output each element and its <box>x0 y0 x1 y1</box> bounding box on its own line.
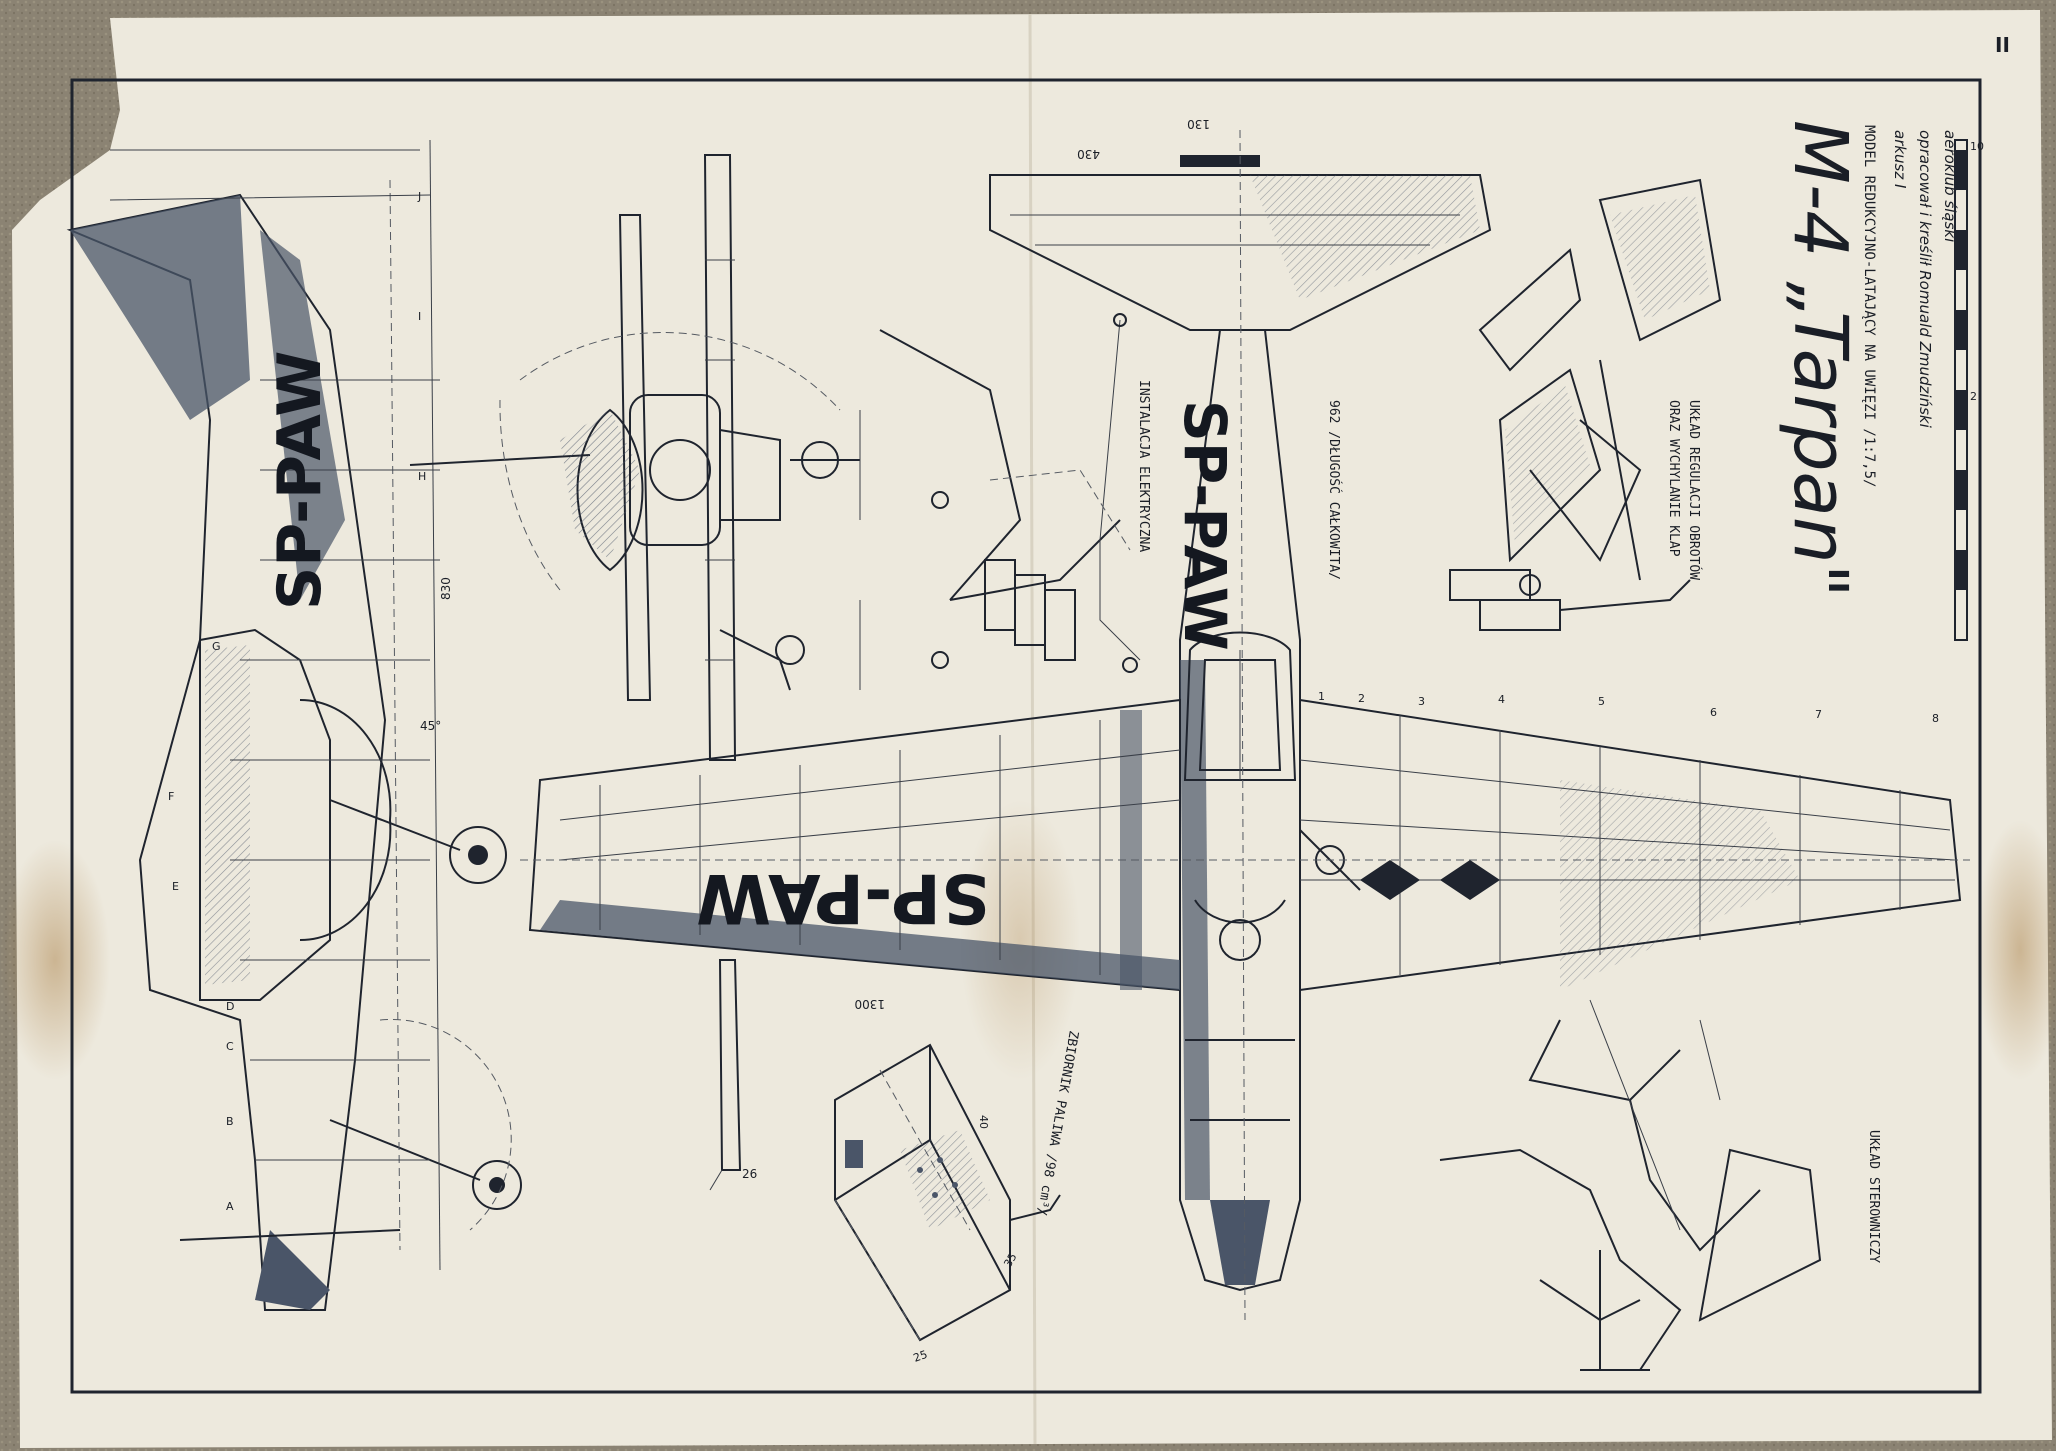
dim-25: 25 <box>912 1348 930 1365</box>
electrical-installation <box>879 313 1141 673</box>
svg-text:F: F <box>168 790 174 803</box>
rpm-flaps-mechanism <box>1449 178 1722 631</box>
drawing-border <box>70 78 1982 1394</box>
scale-bar-icon <box>1954 139 1968 641</box>
page-number: II <box>1995 33 2010 57</box>
dim-35: 35 <box>1001 1251 1019 1270</box>
title-subtitle: MODEL REDUKCYJNO-LATAJĄCY NA UWIĘZI /1:7… <box>1861 125 1877 487</box>
label-electrical: INSTALACJA ELEKTRYCZNA <box>1136 380 1151 552</box>
svg-text:1: 1 <box>1318 690 1325 703</box>
dim-26: 26 <box>742 1167 757 1181</box>
svg-text:2: 2 <box>1358 692 1365 705</box>
title-author: opracował i kreślił Romuald Zmudziński <box>1916 130 1934 429</box>
wing-station-labels: 1 2 3 4 5 6 7 8 <box>1318 690 1939 725</box>
dim-830: 830 <box>439 577 453 600</box>
svg-text:A: A <box>226 1200 234 1213</box>
registration-top-wing: SP-PAW <box>696 858 990 937</box>
scale-label-2: 2 <box>1970 390 1977 403</box>
svg-text:5: 5 <box>1598 695 1605 708</box>
fold-line <box>1028 13 1037 1445</box>
svg-text:7: 7 <box>1815 708 1822 721</box>
svg-text:C: C <box>226 1040 234 1053</box>
dim-1300: 1300 <box>854 997 885 1011</box>
aircraft-top-view-icon <box>520 129 1970 1321</box>
stain-left <box>0 840 110 1080</box>
title-main: M-4 „Tarpan" <box>1777 120 1863 598</box>
label-rpm-line1: UKŁAD REGULACJI OBROTÓW <box>1686 400 1702 580</box>
registration-side: SP-PAW <box>265 351 335 610</box>
svg-text:I: I <box>418 310 421 323</box>
dim-40: 40 <box>977 1115 990 1129</box>
svg-text:D: D <box>226 1000 234 1013</box>
svg-text:6: 6 <box>1710 706 1717 719</box>
svg-text:H: H <box>418 470 426 483</box>
title-sheet: arkusz I <box>1891 130 1909 189</box>
svg-text:G: G <box>212 640 221 653</box>
label-rpm-line2: ORAZ WYCHYLANIE KLAP <box>1666 400 1681 557</box>
svg-text:E: E <box>172 880 179 893</box>
dim-130: 130 <box>1187 117 1210 131</box>
control-system-mechanism <box>1439 999 1822 1371</box>
dim-430: 430 <box>1077 147 1100 161</box>
label-control-system: UKŁAD STEROWNICZY <box>1866 1130 1881 1263</box>
fuel-tank-drawing <box>834 1043 1061 1342</box>
stain-right <box>1975 820 2056 1080</box>
dim-45: 45° <box>420 719 441 733</box>
registration-top-fuselage: SP-PAW <box>1171 400 1239 651</box>
svg-text:B: B <box>226 1115 234 1128</box>
stain-middle <box>960 800 1080 1080</box>
aircraft-side-view-icon <box>66 139 522 1311</box>
scale-label-10: 10 <box>1970 140 1984 153</box>
label-line-length: 962 /DŁUGOŚĆ CAŁKOWITA/ <box>1326 400 1342 580</box>
svg-text:3: 3 <box>1418 695 1425 708</box>
svg-text:8: 8 <box>1932 712 1939 725</box>
aircraft-front-view-icon <box>409 154 861 1191</box>
side-station-labels: A B C D E F G H I J <box>168 190 426 1213</box>
svg-text:J: J <box>417 190 421 203</box>
svg-text:4: 4 <box>1498 693 1505 706</box>
